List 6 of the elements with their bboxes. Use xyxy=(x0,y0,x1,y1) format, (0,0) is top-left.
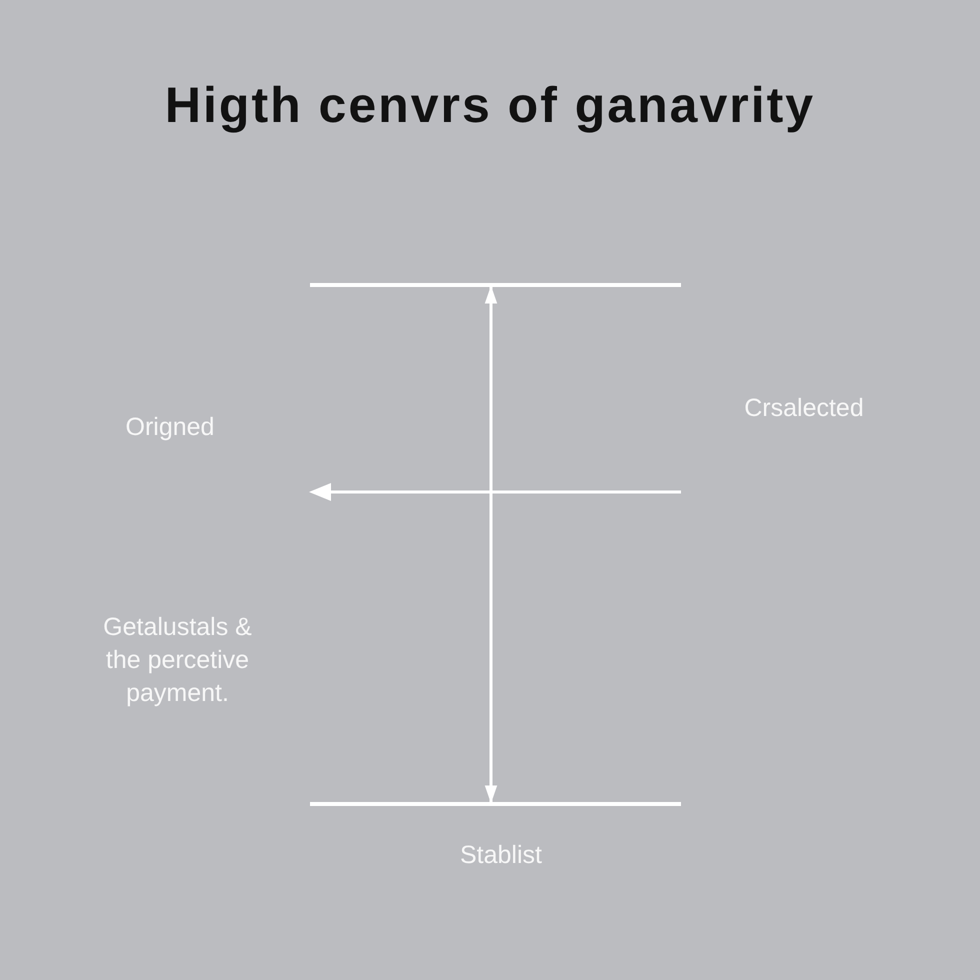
text-label: Crsalected xyxy=(743,393,865,424)
text-label: Origned xyxy=(124,412,216,443)
diagram-title: Higth cenvrs of ganavrity xyxy=(164,76,816,135)
double-arrow xyxy=(484,286,498,804)
text-label: Stablist xyxy=(459,840,543,871)
text-label: Getalustals & the percetive payment. xyxy=(102,612,253,709)
